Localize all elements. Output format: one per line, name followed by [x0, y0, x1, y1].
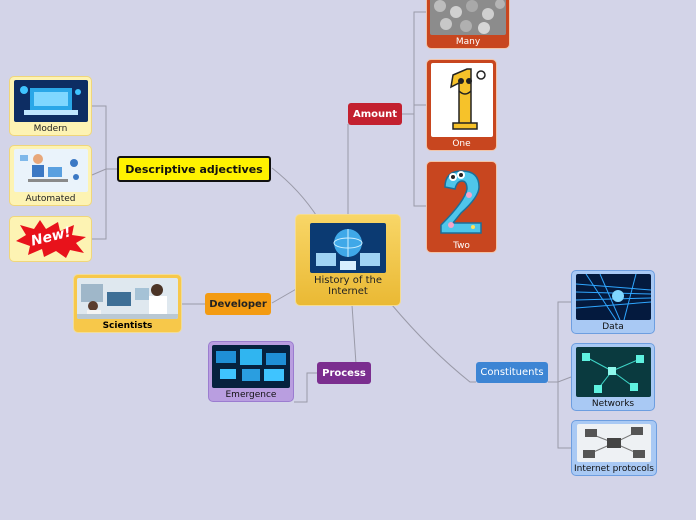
card-data[interactable]: Data: [571, 270, 655, 334]
number-one-image: [430, 63, 493, 137]
networks-image: [575, 347, 651, 397]
card-many[interactable]: Many: [426, 0, 510, 49]
globe-laptops-image: [310, 223, 386, 273]
card-one-label: One: [452, 139, 471, 149]
branch-process[interactable]: Process: [317, 362, 371, 384]
central-topic-title: History of the Internet: [314, 275, 382, 297]
branch-descriptive-adjectives[interactable]: Descriptive adjectives: [117, 156, 271, 182]
number-two-image: [430, 165, 493, 239]
card-networks[interactable]: Networks: [571, 343, 655, 411]
card-new[interactable]: New!: [9, 216, 92, 262]
card-networks-label: Networks: [591, 399, 635, 409]
branch-amount[interactable]: Amount: [348, 103, 402, 125]
new-starburst-image: New!: [12, 219, 90, 259]
card-scientists-label: Scientists: [102, 321, 153, 331]
card-automated[interactable]: Automated: [9, 145, 92, 206]
modern-tech-image: [13, 80, 88, 122]
card-emergence[interactable]: Emergence: [208, 341, 294, 402]
internet-protocols-image: [577, 424, 651, 462]
card-scientists[interactable]: Scientists: [73, 274, 182, 333]
card-many-label: Many: [455, 37, 481, 47]
card-emergence-label: Emergence: [225, 390, 277, 400]
branch-developer[interactable]: Developer: [205, 293, 271, 315]
many-image: [430, 0, 506, 35]
card-automated-label: Automated: [25, 194, 76, 204]
automated-image: [13, 149, 88, 192]
card-internet-protocols[interactable]: Internet protocols: [571, 420, 657, 476]
card-two[interactable]: Two: [426, 161, 497, 253]
card-modern-label: Modern: [33, 124, 68, 134]
card-modern[interactable]: Modern: [9, 76, 92, 136]
card-data-label: Data: [602, 322, 624, 332]
scientists-image: [77, 278, 178, 319]
data-image: [575, 274, 651, 320]
central-topic[interactable]: History of the Internet: [295, 214, 401, 306]
card-internet-protocols-label: Internet protocols: [574, 464, 654, 474]
branch-constituents[interactable]: Constituents: [476, 362, 548, 383]
card-two-label: Two: [453, 241, 470, 251]
emergence-image: [212, 345, 290, 388]
card-one[interactable]: One: [426, 59, 497, 151]
